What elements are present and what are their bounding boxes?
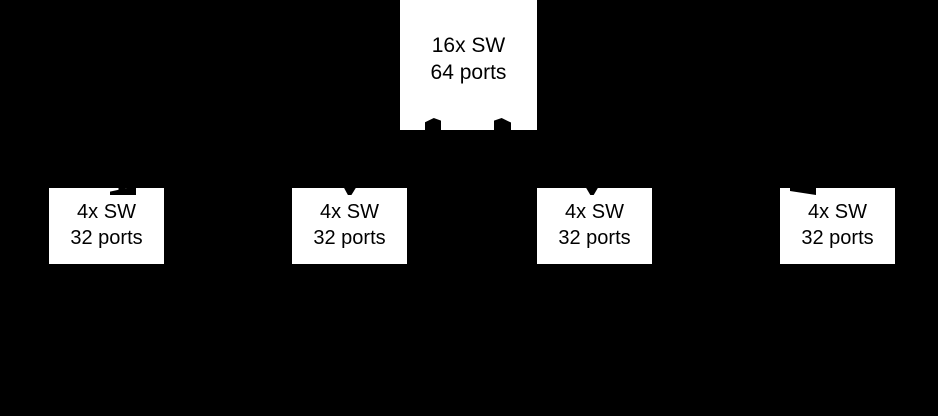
- edge-root-to-leaf-1: [118, 126, 436, 192]
- edge-root-to-leaf-3: [498, 126, 596, 192]
- node-leaf-switch-1: 4x SW 32 ports: [49, 188, 164, 264]
- node-leaf-1-port-count: 32 ports: [70, 227, 143, 249]
- node-leaf-3-port-count: 32 ports: [558, 227, 631, 249]
- node-leaf-switch-2: 4x SW 32 ports: [292, 188, 407, 264]
- node-root-switch-count: 16x SW: [431, 34, 506, 58]
- node-leaf-switch-4: 4x SW 32 ports: [780, 188, 895, 264]
- edge-root-to-leaf-2: [346, 126, 436, 192]
- node-root-switch: 16x SW 64 ports: [400, 0, 537, 130]
- node-leaf-1-switch-count: 4x SW: [77, 201, 136, 224]
- node-root-port-count: 64 ports: [430, 61, 507, 84]
- edge-root-to-leaf-4: [498, 126, 806, 192]
- node-leaf-3-switch-count: 4x SW: [565, 201, 624, 224]
- node-leaf-4-switch-count: 4x SW: [808, 201, 867, 224]
- node-leaf-2-port-count: 32 ports: [313, 227, 386, 249]
- node-leaf-4-port-count: 32 ports: [801, 227, 874, 249]
- node-leaf-2-switch-count: 4x SW: [320, 201, 379, 224]
- node-leaf-switch-3: 4x SW 32 ports: [537, 188, 652, 264]
